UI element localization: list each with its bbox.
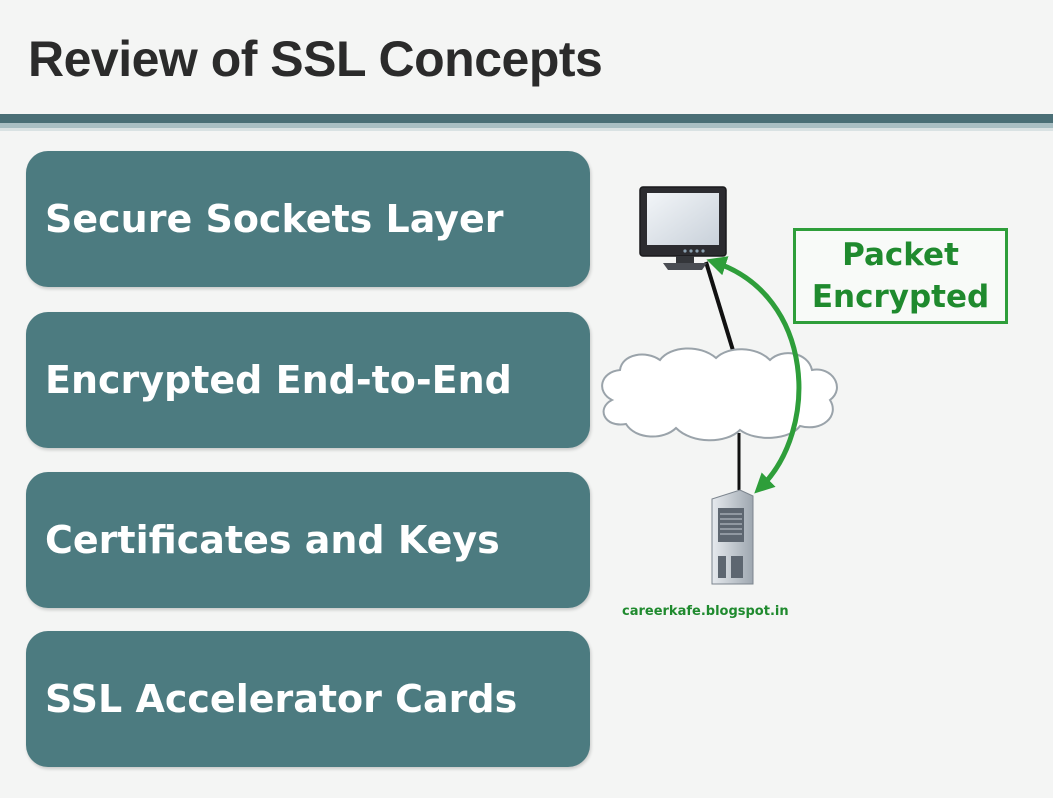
packet-encrypted-label: Packet Encrypted: [793, 228, 1008, 324]
concept-label: Encrypted End-to-End: [45, 358, 512, 402]
concept-box-ssl-accelerator-cards: SSL Accelerator Cards: [26, 631, 590, 767]
label-line-encrypted: Encrypted: [811, 279, 990, 315]
title-divider-shade: [0, 128, 1053, 131]
monitor-icon: [639, 186, 727, 270]
concept-box-certificates-and-keys: Certificates and Keys: [26, 472, 590, 608]
title-divider-light: [0, 123, 1053, 128]
concept-label: SSL Accelerator Cards: [45, 677, 518, 721]
server-icon: [711, 489, 754, 585]
title-divider: [0, 114, 1053, 123]
concept-box-secure-sockets-layer: Secure Sockets Layer: [26, 151, 590, 287]
packet-arrow: [706, 256, 802, 494]
connection-line-monitor-cloud: [704, 261, 737, 358]
cloud-icon: [601, 347, 838, 442]
page-title: Review of SSL Concepts: [28, 31, 603, 87]
concept-label: Secure Sockets Layer: [45, 197, 504, 241]
concept-label: Certificates and Keys: [45, 518, 500, 562]
credit-text: careerkafe.blogspot.in: [622, 604, 789, 619]
label-line-packet: Packet: [842, 237, 959, 273]
concept-box-encrypted-end-to-end: Encrypted End-to-End: [26, 312, 590, 448]
